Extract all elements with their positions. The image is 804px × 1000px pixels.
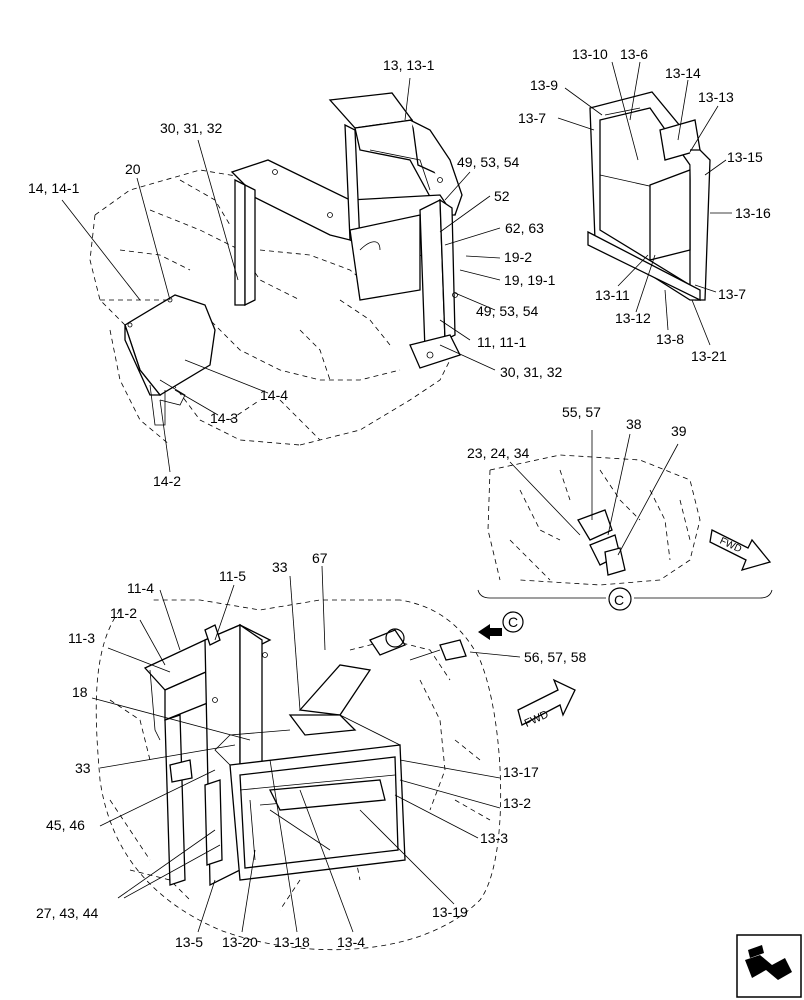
top-left-leaders	[61, 77, 501, 473]
callout-13-18: 13-18	[274, 934, 310, 950]
callout-39: 39	[671, 423, 687, 439]
filter-frame-leaders	[557, 61, 732, 346]
callout-67: 67	[312, 550, 328, 566]
callout-49-53-54-a: 49, 53, 54	[457, 154, 519, 170]
callout-13-5: 13-5	[175, 934, 203, 950]
callout-18: 18	[72, 684, 88, 700]
callout-14-3: 14-3	[210, 410, 238, 426]
callout-13-3: 13-3	[480, 830, 508, 846]
duct-13	[214, 664, 406, 881]
callout-45-46: 45, 46	[46, 817, 85, 833]
air-cleaner-hardware	[169, 628, 467, 866]
callout-30-31-32-bot: 30, 31, 32	[500, 364, 562, 380]
callout-52: 52	[494, 188, 510, 204]
callout-38: 38	[626, 416, 642, 432]
callout-13-13: 13-13	[698, 89, 734, 105]
callout-13-12: 13-12	[615, 310, 651, 326]
callout-49-53-54-b: 49, 53, 54	[476, 303, 538, 319]
callout-33-left: 33	[75, 760, 91, 776]
callout-14-2: 14-2	[153, 473, 181, 489]
callout-14-14-1: 14, 14-1	[28, 180, 80, 196]
callout-11-11-1: 11, 11-1	[477, 334, 527, 350]
fwd-arrow-big	[517, 678, 576, 726]
detail-c-circle	[608, 587, 632, 611]
callout-11-4: 11-4	[127, 580, 154, 596]
callout-55-57: 55, 57	[562, 404, 601, 420]
callout-20: 20	[125, 161, 141, 177]
callout-13-19: 13-19	[432, 904, 468, 920]
callout-13-9: 13-9	[530, 77, 558, 93]
callout-11-2: 11-2	[110, 605, 137, 621]
view-c-arrow	[478, 611, 524, 640]
fwd-arrow-small	[709, 529, 772, 571]
callout-13-21: 13-21	[691, 348, 727, 364]
navigation-icon[interactable]	[736, 934, 802, 998]
callout-13-14: 13-14	[665, 65, 701, 81]
callout-27-43-44: 27, 43, 44	[36, 905, 98, 921]
callout-13-11: 13-11	[595, 287, 630, 303]
callout-56-57-58: 56, 57, 58	[524, 649, 586, 665]
callout-13-7-b: 13-7	[718, 286, 746, 302]
callout-11-5: 11-5	[219, 568, 246, 584]
callout-13-7-a: 13-7	[518, 110, 546, 126]
callout-13-17: 13-17	[503, 764, 539, 780]
callout-14-4: 14-4	[260, 387, 288, 403]
callout-30-31-32-top: 30, 31, 32	[160, 120, 222, 136]
callout-19-2: 19-2	[504, 249, 532, 265]
callout-13-10: 13-10	[572, 46, 608, 62]
callout-13-15: 13-15	[727, 149, 763, 165]
callout-13-8: 13-8	[656, 331, 684, 347]
callout-13-13-1: 13, 13-1	[383, 57, 435, 73]
callout-13-6: 13-6	[620, 46, 648, 62]
callout-23-24-34: 23, 24, 34	[467, 445, 529, 461]
callout-13-4: 13-4	[337, 934, 365, 950]
callout-13-2: 13-2	[503, 795, 531, 811]
duct-frame-assembly	[230, 92, 463, 369]
detail-c	[477, 430, 773, 599]
callout-33-top: 33	[272, 559, 288, 575]
detail-c-label: C	[614, 592, 624, 608]
view-c-label: C	[508, 614, 518, 630]
callout-13-16: 13-16	[735, 205, 771, 221]
callout-labels: 13, 13-1 30, 31, 32 20 14, 14-1 49, 53, …	[28, 46, 771, 950]
callout-13-20: 13-20	[222, 934, 258, 950]
side-panel-14	[124, 294, 216, 426]
callout-19-19-1: 19, 19-1	[504, 272, 556, 288]
callout-11-3: 11-3	[68, 630, 95, 646]
callout-62-63: 62, 63	[505, 220, 544, 236]
bottom-leaders	[91, 565, 521, 933]
filter-frame-assembly	[587, 91, 711, 302]
